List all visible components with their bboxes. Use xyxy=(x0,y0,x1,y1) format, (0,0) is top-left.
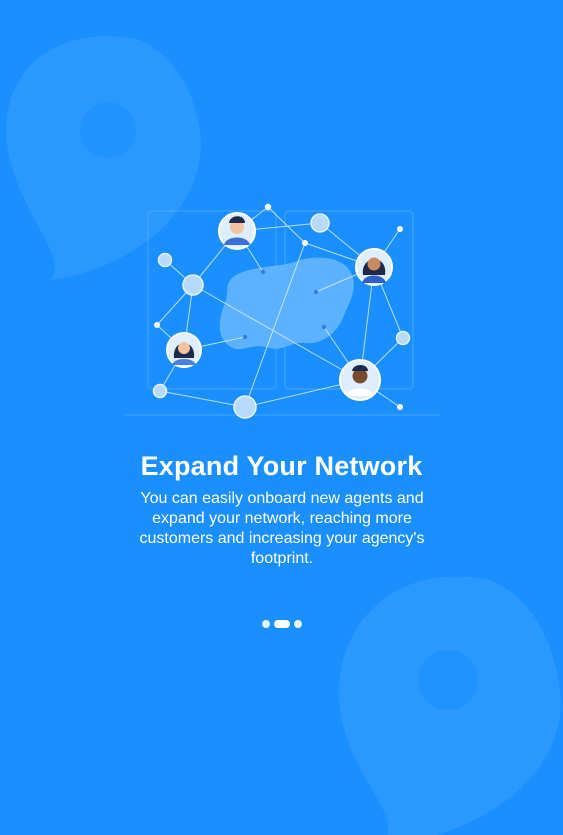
page-dot-2-active[interactable] xyxy=(273,620,290,628)
page-description: You can easily onboard new agents and ex… xyxy=(139,490,425,567)
page-dot-1[interactable] xyxy=(261,620,270,628)
page-title: Expand Your Network xyxy=(140,451,423,481)
page-indicator xyxy=(0,620,563,628)
background-swirl-bottom xyxy=(338,576,561,835)
page-dot-3[interactable] xyxy=(293,620,302,628)
network-map-illustration xyxy=(125,203,440,419)
